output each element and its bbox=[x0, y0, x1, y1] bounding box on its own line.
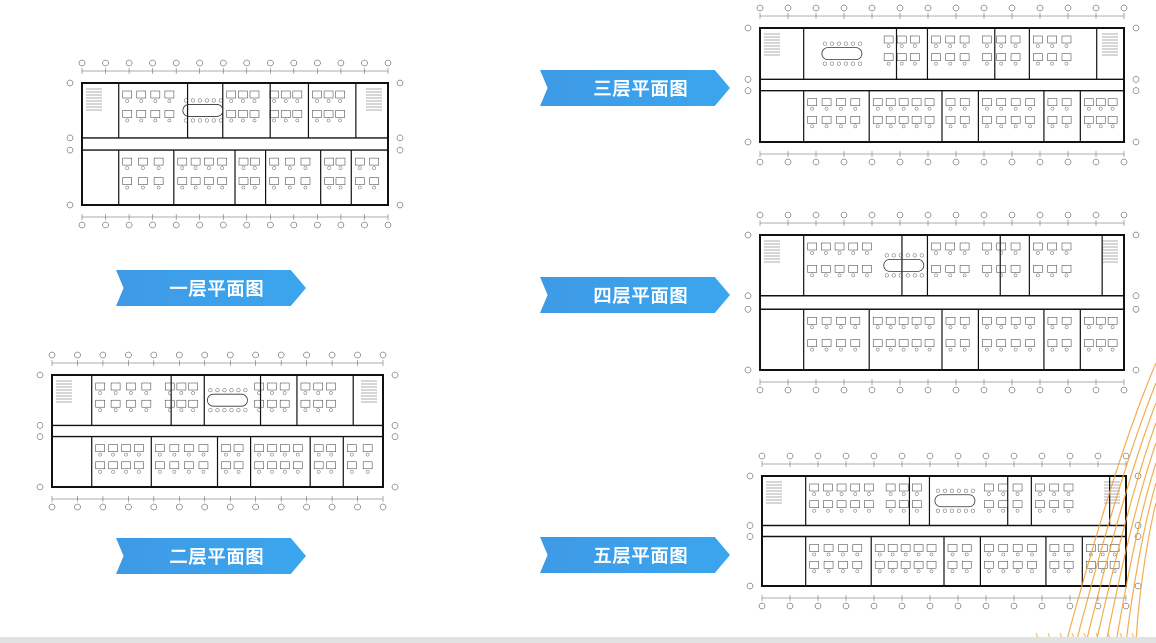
floor-2-title-banner: 二层平面图 bbox=[116, 538, 306, 574]
floor-5-title-banner: 五层平面图 bbox=[540, 537, 730, 573]
floor-4-title: 四层平面图 bbox=[593, 286, 689, 307]
floor-plan-1-drawing bbox=[66, 59, 404, 229]
floor-plan-5 bbox=[740, 448, 1148, 616]
floor-3-title: 三层平面图 bbox=[593, 79, 689, 100]
floor-plan-3-drawing bbox=[744, 4, 1140, 166]
floor-5-title: 五层平面图 bbox=[593, 546, 689, 567]
floor-plan-1 bbox=[60, 55, 410, 235]
floor-plan-5-drawing bbox=[746, 452, 1142, 610]
floor-4-title-banner: 四层平面图 bbox=[540, 277, 730, 313]
floor-plan-2-drawing bbox=[36, 351, 399, 511]
floor-1-title-banner: 一层平面图 bbox=[116, 270, 306, 306]
floor-1-title: 一层平面图 bbox=[169, 279, 265, 300]
floor-3-title-banner: 三层平面图 bbox=[540, 70, 730, 106]
floor-plan-4 bbox=[738, 207, 1146, 400]
floor-2-title: 二层平面图 bbox=[169, 547, 265, 568]
floor-plan-4-drawing bbox=[744, 211, 1140, 394]
floor-plan-2 bbox=[30, 347, 405, 517]
floor-plan-3 bbox=[738, 0, 1146, 172]
bottom-divider bbox=[0, 637, 1156, 643]
